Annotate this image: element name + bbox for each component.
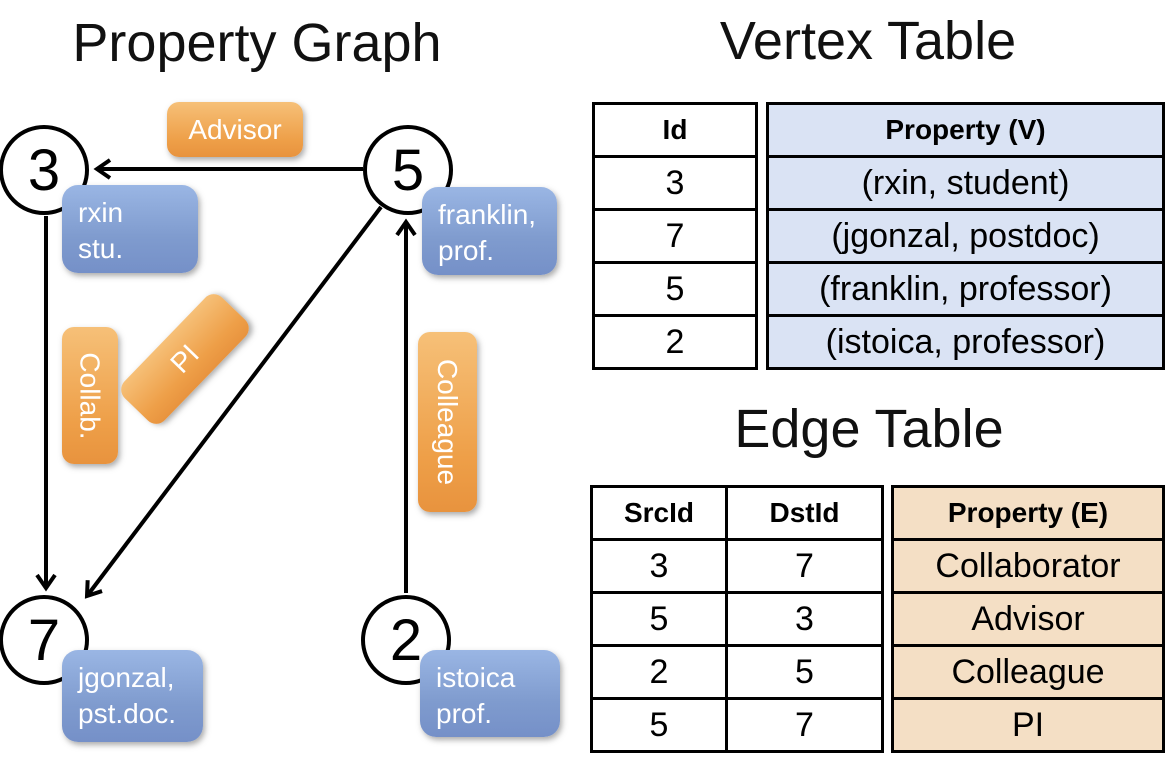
node-id-3: 3: [27, 137, 61, 203]
edge-table-cell-property-row0: Collaborator: [894, 538, 1162, 591]
edge-table-cell-dstid-row3: 7: [725, 697, 881, 750]
property-graph-panel: Property Graph Advisor Collab. PI Collea…: [0, 13, 560, 742]
vertex-table-cell-id-row1: 7: [595, 208, 755, 261]
graph-edges: [35, 158, 417, 599]
edge-table-cell-property-row2: Colleague: [894, 644, 1162, 697]
edge-table-cell-srcid-row2: 2: [593, 644, 725, 697]
edge-table: SrcId DstId 3 7 5 3 2 5 5 7 Property (E)…: [590, 485, 1165, 753]
vertex-table-cell-property-row3: (istoica, professor): [769, 314, 1162, 367]
vertex-property-box-2-line1: istoica: [436, 662, 516, 693]
vertex-property-box-3-line2: stu.: [78, 233, 124, 265]
vertex-property-box-5-line1: franklin,: [438, 199, 537, 230]
vertex-property-box-7-line1: jgonzal,: [78, 662, 175, 693]
edge-table-cell-property-row3: PI: [894, 697, 1162, 750]
edge-label-pi-text: PI: [164, 338, 205, 379]
page-title-property-graph: Property Graph: [72, 13, 442, 73]
edge-label-collab-text: Collab.: [75, 351, 107, 440]
edge-table-cell-dstid-row0: 7: [725, 538, 881, 591]
edge-label-advisor: Advisor: [167, 102, 303, 157]
node-circle-5: 5: [363, 125, 453, 215]
vertex-table-cell-property-row0: (rxin, student): [769, 155, 1162, 208]
edge-table-cell-dstid-row1: 3: [725, 591, 881, 644]
edge-table-column-gap: [884, 485, 891, 753]
edge-table-cell-srcid-row1: 5: [593, 591, 725, 644]
edge-label-colleague: Colleague: [418, 332, 477, 512]
vertex-property-box-5-line2: prof.: [438, 235, 495, 267]
vertex-property-box-7: jgonzal, pst.doc.: [62, 650, 203, 742]
edge-table-title: Edge Table: [734, 399, 1004, 459]
node-id-5: 5: [391, 137, 425, 203]
vertex-table-column-gap: [758, 102, 766, 370]
vertex-table-cell-property-row2: (franklin, professor): [769, 261, 1162, 314]
vertex-property-box-7-line2: pst.doc.: [78, 698, 177, 730]
edge-table-header-property: Property (E): [894, 488, 1162, 538]
edge-table-cell-property-row1: Advisor: [894, 591, 1162, 644]
edge-table-header-srcid: SrcId: [623, 497, 695, 528]
edge-table-header-dstid: DstId: [725, 488, 881, 538]
vertex-property-box-2-line2: prof.: [436, 698, 493, 730]
vertex-table-cell-id-row3: 2: [595, 314, 755, 367]
vertex-property-box-3: rxin stu.: [62, 185, 198, 273]
vertex-table-cell-id-row2: 5: [595, 261, 755, 314]
edge-table-cell-srcid-row0: 3: [593, 538, 725, 591]
vertex-table-cell-id-row0: 3: [595, 155, 755, 208]
vertex-table-property-column: Property (V) (rxin, student) (jgonzal, p…: [766, 102, 1165, 370]
node-circle-2: 2: [361, 595, 451, 685]
vertex-property-box-2: istoica prof.: [420, 650, 560, 737]
edge-table-cell-srcid-row3: 5: [593, 697, 725, 750]
edge-label-colleague-text: Colleague: [432, 358, 464, 486]
edge-label-collab: Collab.: [62, 327, 118, 464]
vertex-table-cell-property-row1: (jgonzal, postdoc): [769, 208, 1162, 261]
vertex-table: Id 3 7 5 2 Property (V) (rxin, student) …: [592, 102, 1165, 370]
vertex-table-title: Vertex Table: [719, 11, 1017, 71]
vertex-table-id-column: Id 3 7 5 2: [592, 102, 758, 370]
vertex-property-box-5: franklin, prof.: [422, 187, 557, 275]
edge-table-cell-dstid-row2: 5: [725, 644, 881, 697]
edge-label-advisor-text: Advisor: [188, 113, 282, 145]
edge-5-to-7: [84, 205, 383, 599]
node-id-2: 2: [389, 607, 423, 673]
vertex-table-header-property: Property (V): [769, 105, 1162, 155]
vertex-table-header-id: Id: [662, 114, 688, 145]
vertex-property-box-3-line1: rxin: [78, 197, 124, 228]
node-id-7: 7: [27, 607, 61, 673]
edge-table-id-columns: SrcId DstId 3 7 5 3 2 5 5 7: [590, 485, 884, 753]
edge-table-property-column: Property (E) Collaborator Advisor Collea…: [891, 485, 1165, 753]
